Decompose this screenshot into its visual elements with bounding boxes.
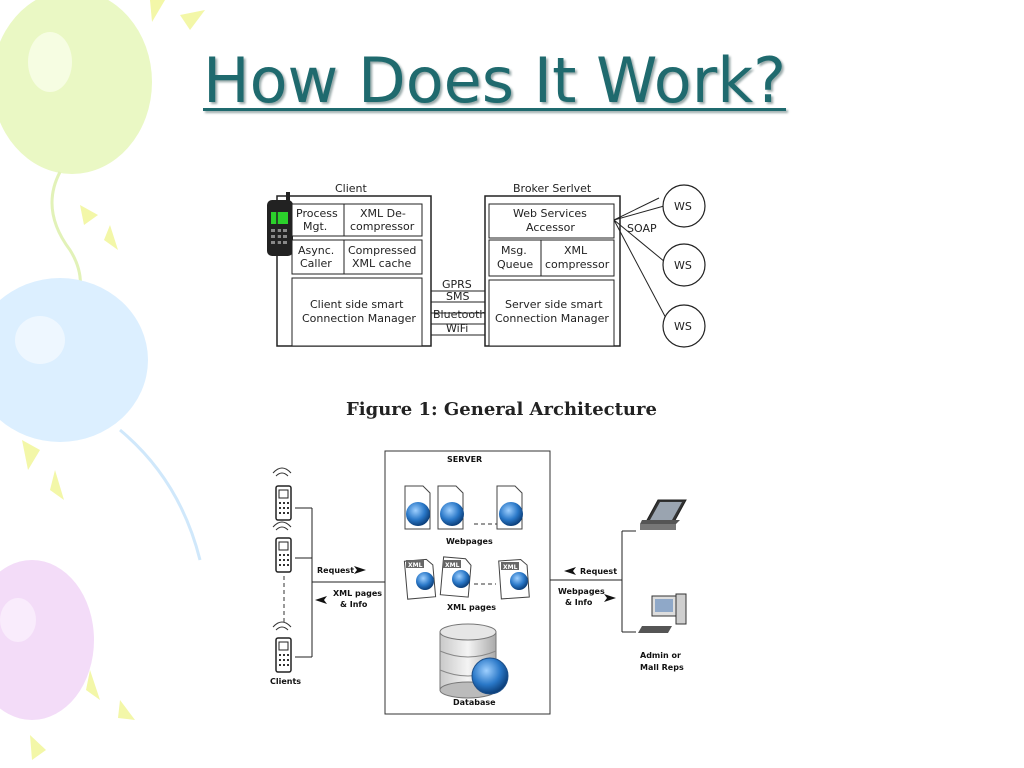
right-response-line2: & Info — [565, 598, 593, 607]
right-request-label: Request — [580, 567, 617, 576]
channel-bluetooth: Bluetooth — [433, 308, 486, 321]
left-request-label: Request — [317, 566, 354, 575]
broker-label: Broker Serlvet — [513, 182, 592, 195]
admin-label-line1: Admin or — [640, 651, 681, 660]
wsa-line2: Accessor — [526, 221, 575, 234]
purple-balloon — [0, 560, 94, 720]
left-response-line1: XML pages — [333, 589, 382, 598]
compressed-cache-line2: XML cache — [352, 257, 411, 270]
webpage-icon-2 — [437, 485, 464, 530]
client-conn-mgr-line1: Client side smart — [310, 298, 404, 311]
database-label: Database — [453, 698, 496, 707]
clients-label: Clients — [270, 677, 301, 686]
server-conn-mgr-line1: Server side smart — [505, 298, 603, 311]
left-request-arrow — [354, 566, 366, 574]
channel-lines — [431, 290, 485, 336]
clients-bracket — [295, 507, 385, 658]
left-response-arrow — [315, 596, 327, 604]
web-services-accessor-box — [488, 203, 615, 239]
soap-links — [613, 197, 669, 323]
channel-wifi: WiFi — [446, 322, 468, 335]
client-conn-mgr-line2: Connection Manager — [302, 312, 416, 325]
ws-node-2-label: WS — [674, 259, 692, 272]
ws-node-1 — [662, 184, 706, 228]
right-response-line1: Webpages — [558, 587, 605, 596]
blue-balloon — [0, 278, 202, 561]
server-label: SERVER — [447, 455, 482, 464]
msg-queue-line1: Msg. — [501, 244, 527, 257]
xml-compressor-line1: XML — [564, 244, 588, 257]
admin-label-line2: Mall Reps — [640, 663, 684, 672]
confetti-rays — [22, 0, 205, 760]
webpage-icon-1 — [404, 485, 431, 530]
client-label: Client — [335, 182, 368, 195]
green-balloon — [0, 0, 152, 331]
xml-compressor-box — [540, 239, 615, 277]
webpages-label: Webpages — [446, 537, 493, 546]
figure-caption: Figure 1: General Architecture — [346, 399, 657, 420]
xml-page-3-tag: XML — [503, 564, 518, 571]
xml-page-icon-1: XML — [403, 558, 437, 600]
ws-node-3 — [662, 304, 706, 348]
client-phone-icon-1 — [272, 467, 292, 521]
soap-label: SOAP — [627, 222, 657, 235]
msg-queue-box — [488, 239, 542, 277]
xml-pages-label: XML pages — [447, 603, 496, 612]
webpage-icon-3 — [496, 485, 523, 530]
slide-title: How Does It Work? — [203, 44, 787, 117]
ws-node-1-label: WS — [674, 200, 692, 213]
xml-decompressor-box — [343, 203, 423, 237]
xml-decompressor-line1: XML De- — [360, 207, 406, 220]
database-icon — [439, 623, 509, 699]
channel-sms: SMS — [446, 290, 469, 303]
client-connection-manager-box — [291, 277, 423, 347]
client-phone-icon-2 — [272, 521, 292, 573]
xml-page-2-tag: XML — [445, 562, 460, 569]
server-flow-diagram: Clients Request XML pages & Info SERVER … — [270, 450, 687, 715]
compressed-cache-line1: Compressed — [348, 244, 416, 257]
xml-page-1-tag: XML — [408, 562, 423, 569]
server-connection-manager-box — [488, 279, 615, 347]
process-mgt-line1: Process — [296, 207, 338, 220]
ws-node-3-label: WS — [674, 320, 692, 333]
xml-page-icon-2: XML — [439, 556, 472, 598]
left-response-line2: & Info — [340, 600, 368, 609]
client-phone-icon-3 — [272, 621, 292, 673]
wsa-line1: Web Services — [513, 207, 587, 220]
compressed-cache-box — [343, 239, 423, 275]
async-caller-line1: Async. — [298, 244, 334, 257]
ws-node-2 — [662, 243, 706, 287]
xml-compressor-line2: compressor — [545, 258, 610, 271]
right-request-arrow — [564, 567, 576, 575]
laptop-icon — [640, 499, 687, 530]
xml-page-icon-3: XML — [498, 558, 530, 600]
architecture-diagram: Client Process Mgt. XML De- compressor A… — [267, 182, 706, 348]
async-caller-line2: Caller — [300, 257, 332, 270]
xml-decompressor-line2: compressor — [350, 220, 415, 233]
process-mgt-box — [291, 203, 345, 237]
channel-gprs: GPRS — [442, 278, 472, 291]
async-caller-box — [291, 239, 345, 275]
process-mgt-line2: Mgt. — [303, 220, 327, 233]
admin-bracket — [550, 530, 636, 633]
mobile-phone-icon — [267, 192, 293, 256]
right-response-arrow — [604, 594, 616, 602]
msg-queue-line2: Queue — [497, 258, 533, 271]
server-conn-mgr-line2: Connection Manager — [495, 312, 609, 325]
desktop-computer-icon — [638, 593, 687, 633]
